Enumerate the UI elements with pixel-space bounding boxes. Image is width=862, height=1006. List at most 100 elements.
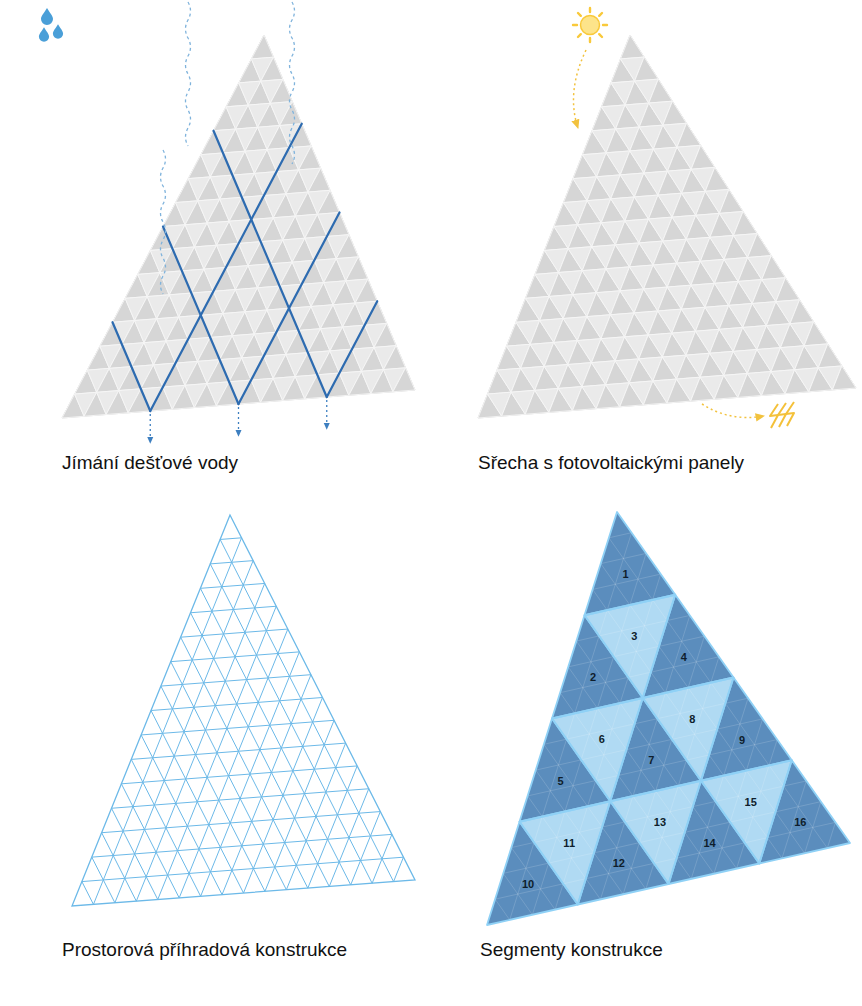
- truss-member: [121, 784, 179, 898]
- segment-border: [585, 512, 676, 615]
- grid-line: [544, 744, 646, 889]
- segment-border: [520, 719, 611, 822]
- grid-line: [510, 533, 632, 920]
- rain-drops-icon: [39, 8, 63, 42]
- segment-number: 14: [703, 837, 715, 848]
- pv-panel: [663, 101, 687, 125]
- energy-arrow: [702, 404, 764, 418]
- segment-number: 7: [648, 755, 654, 766]
- segment: [759, 760, 850, 863]
- grid-line: [495, 899, 510, 920]
- segment-borders: [487, 512, 850, 925]
- truss-member: [308, 766, 357, 888]
- truss-outline: [72, 515, 415, 906]
- roof-surface: [478, 35, 856, 418]
- truss-member: [394, 857, 404, 881]
- truss-member: [191, 606, 277, 613]
- truss-member: [200, 583, 264, 588]
- grid-line: [646, 657, 719, 889]
- roof-surface: [62, 35, 415, 418]
- truss-member: [112, 789, 369, 809]
- panel-caption: Sřecha s fotovoltaickými panely: [478, 452, 744, 475]
- pv-panel: [393, 368, 415, 392]
- drain-arrow: [238, 407, 239, 436]
- pv-panel: [691, 145, 715, 169]
- segment-number: 5: [558, 775, 564, 786]
- panel-caption: Jímání dešťové vody: [62, 452, 238, 475]
- segment-number: 1: [623, 569, 629, 580]
- segment-border: [487, 822, 578, 925]
- segment-border: [643, 678, 734, 781]
- segment-border: [520, 801, 611, 904]
- truss-member: [102, 812, 381, 833]
- drain-arrow: [326, 400, 327, 429]
- segment-number: 12: [613, 858, 625, 869]
- pv-panel: [280, 102, 302, 126]
- truss-member: [161, 675, 311, 686]
- grid-line: [560, 657, 719, 693]
- segment-border: [610, 781, 701, 884]
- pv-panel: [734, 212, 758, 236]
- grid-line: [503, 802, 821, 874]
- panel-caption: Prostorová příhradová konstrukce: [62, 939, 347, 962]
- truss-member: [210, 561, 253, 564]
- truss-member: [82, 857, 404, 881]
- segment-border: [643, 595, 734, 698]
- pv-roof: [478, 35, 856, 418]
- pv-panel: [317, 190, 339, 214]
- grid-line: [609, 533, 632, 538]
- segment-number: 8: [689, 713, 695, 724]
- segment-number: 13: [654, 817, 666, 828]
- truss-member: [102, 833, 137, 901]
- gutter-line: [327, 301, 378, 397]
- pv-panel: [261, 57, 283, 81]
- truss-member: [141, 720, 334, 735]
- segment-border: [759, 760, 850, 863]
- pv-panel: [762, 256, 786, 280]
- segment-number: 9: [739, 734, 745, 745]
- gutter-line: [113, 322, 151, 411]
- segment-number: 6: [599, 734, 605, 745]
- gutter-line: [214, 131, 327, 397]
- truss-member: [141, 735, 222, 895]
- truss-member: [265, 720, 334, 891]
- pv-panels: [478, 35, 856, 418]
- panel-caption: Segmenty konstrukce: [480, 939, 663, 962]
- segment-border: [552, 615, 643, 718]
- sun-icon: [573, 8, 607, 42]
- pv-panel: [677, 123, 701, 147]
- pv-panel: [374, 323, 396, 347]
- space-truss: [72, 515, 415, 906]
- electricity-icon: [770, 402, 794, 428]
- pv-panel: [790, 300, 814, 324]
- truss-member: [131, 743, 345, 759]
- pv-panel: [308, 168, 330, 192]
- segment-grid: [495, 533, 835, 920]
- truss-member: [179, 629, 288, 898]
- pv-panel: [719, 189, 743, 213]
- segment-number: 15: [745, 796, 757, 807]
- truss-member: [136, 583, 264, 901]
- pv-panel: [384, 346, 406, 370]
- segment-border: [578, 801, 669, 904]
- truss-member: [151, 698, 323, 711]
- grid-line: [511, 848, 555, 910]
- segment-border: [701, 760, 792, 863]
- segment-border: [701, 678, 792, 781]
- drain-arrows: [150, 400, 327, 443]
- pv-panel: [776, 278, 800, 302]
- gutter-lines: [113, 124, 378, 411]
- pv-panel: [251, 35, 273, 59]
- rain-path: [161, 2, 295, 294]
- segment-border: [610, 698, 701, 801]
- segment-number: 3: [631, 631, 637, 642]
- grid-line: [544, 698, 748, 744]
- grid-line: [560, 693, 691, 879]
- segment-roof: [487, 512, 850, 925]
- gutter-line: [150, 124, 302, 411]
- pv-panel: [346, 257, 368, 281]
- segment-number: 2: [590, 672, 596, 683]
